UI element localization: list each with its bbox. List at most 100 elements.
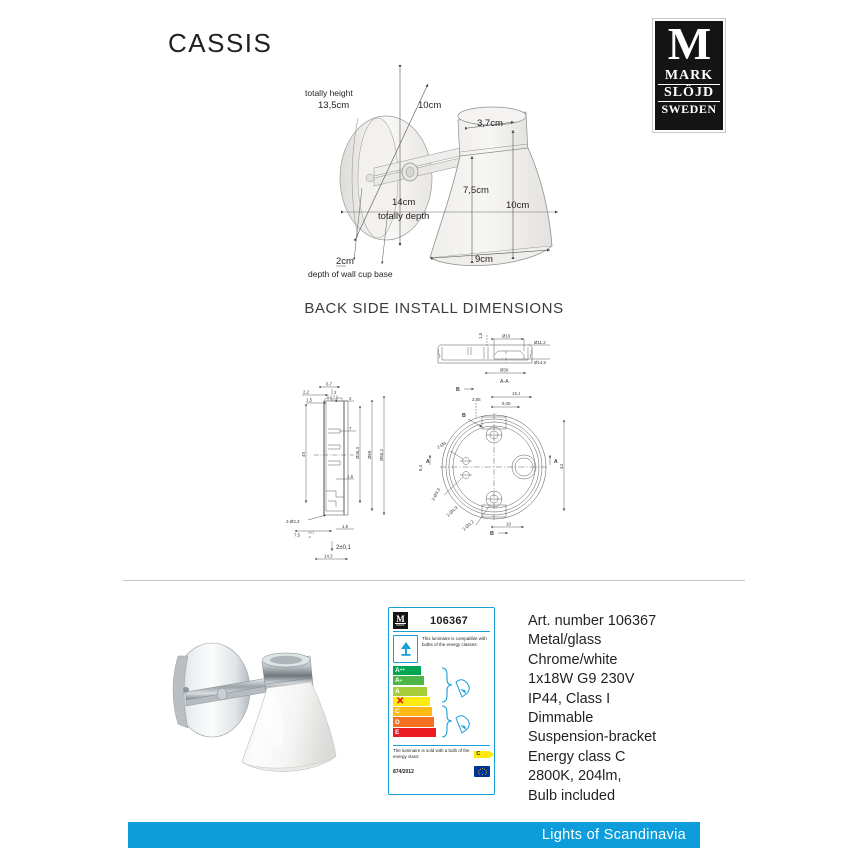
dim-totally-height-caption: totally height [305, 88, 353, 98]
bar-arrow-icon [423, 696, 430, 707]
bar-arrow-icon [417, 676, 424, 686]
spec-line-color: Chrome/white [528, 651, 618, 668]
energy-label-bottom: 874/2012 [393, 766, 490, 777]
page-title: CASSIS [168, 28, 273, 58]
svg-text:Ø11,2: Ø11,2 [534, 340, 546, 345]
svg-text:16,1: 16,1 [512, 391, 521, 396]
spec-line-dimmable: Dimmable [528, 710, 594, 727]
spec-line-material: Metal/glass [528, 632, 602, 649]
luminaire-icon-box [393, 635, 418, 663]
wall-lamp-dimension-drawing: totally height 13,5cm 10cm 3,7cm 7,5cm 1… [300, 60, 600, 290]
svg-text:2-Ø2,3: 2-Ø2,3 [286, 519, 300, 524]
logo-monogram-letter: M [667, 18, 711, 69]
svg-text:49: 49 [301, 452, 306, 457]
spec-line-wattage: 1x18W G9 230V [528, 671, 635, 688]
dim-shade-height: 7,5cm [463, 185, 489, 196]
svg-text:+0.1: +0.1 [308, 531, 314, 535]
bracket-bulb-icons [441, 667, 470, 738]
svg-text:3,85: 3,85 [472, 397, 481, 402]
svg-text:B: B [462, 413, 466, 419]
regulation-number: 874/2012 [393, 768, 414, 775]
spec-line-art-number: Art. number 106367 [528, 613, 657, 629]
dim-shade-depth: 10cm [506, 200, 530, 211]
dim-totally-depth-value: 14cm [392, 197, 416, 208]
svg-text:Ø36,3: Ø36,3 [355, 446, 360, 459]
sold-with-class-badge: C [474, 750, 494, 758]
footer-tagline: Lights of Scandinavia [541, 827, 686, 843]
svg-text:Ø14,5: Ø14,5 [534, 360, 547, 365]
energy-label-rule [393, 631, 490, 632]
logo-monogram: M [655, 21, 723, 67]
dim-totally-depth-caption: totally depth [378, 211, 430, 222]
lamp-drawing-svg [336, 65, 558, 267]
svg-text:2-Ø3,2: 2-Ø3,2 [461, 519, 475, 532]
energy-class-bars: A++ A+ A B ✕ C [393, 666, 438, 742]
footer-bar: Lights of Scandinavia [128, 822, 700, 848]
brand-logo: M MARK SLÖJD SWEDEN [652, 18, 726, 133]
energy-class-d: D [393, 717, 434, 727]
spec-line-bracket: Suspension-bracket [528, 729, 657, 746]
svg-text:-0: -0 [308, 535, 311, 539]
svg-text:10: 10 [506, 522, 511, 527]
dim-wall-cup-depth-caption: depth of wall cup base [308, 269, 393, 279]
svg-text:8,4: 8,4 [418, 464, 423, 471]
svg-text:B: B [490, 531, 494, 537]
bar-arrow-icon [427, 717, 434, 727]
svg-text:Ø16: Ø16 [502, 334, 511, 339]
sold-with-text: The luminaire is sold with a bulb of the… [393, 748, 470, 759]
svg-text:B: B [456, 387, 460, 393]
energy-label-classes-row: A++ A+ A B ✕ C [393, 666, 490, 742]
sold-with-row: The luminaire is sold with a bulb of the… [393, 748, 494, 760]
svg-text:7: 7 [349, 426, 352, 431]
svg-text:1,5: 1,5 [478, 332, 483, 339]
dim-totally-height-value: 13,5cm [318, 100, 350, 111]
svg-text:6,7: 6,7 [326, 382, 333, 387]
spec-line-color-temp: 2800K, 204lm, [528, 768, 622, 785]
energy-class-brackets [438, 666, 490, 742]
energy-label-article-number: 106367 [430, 614, 468, 627]
dim-backplate-diameter: 10cm [418, 100, 442, 111]
energy-label-footer: The luminaire is sold with a bulb of the… [393, 745, 494, 777]
spec-line-bulb-included: Bulb included [528, 787, 616, 804]
energy-label-compat-text: This luminaire is compatible with bulbs … [422, 636, 487, 647]
svg-text:1,5: 1,5 [342, 524, 349, 529]
engineering-drawings-svg: Ø16 1,5 Ø11,2 Ø14,5 Ø30 A-A B [286, 332, 566, 560]
svg-text:A: A [554, 459, 558, 465]
lamp-icon [400, 642, 411, 656]
bar-arrow-icon [420, 686, 427, 696]
eu-flag-stars-icon [477, 768, 487, 776]
section-heading: BACK SIDE INSTALL DIMENSIONS [304, 300, 564, 317]
mini-logo-mark: MARK [395, 622, 406, 627]
logo-line-slojd: SLÖJD [658, 84, 720, 100]
svg-text:Ø30: Ø30 [500, 368, 509, 373]
logo-line-sweden: SWEDEN [658, 101, 720, 116]
energy-class-e: E [393, 727, 436, 737]
svg-text:Ø56,2: Ø56,2 [379, 448, 384, 461]
logo-line-mark: MARK [664, 68, 714, 83]
energy-class-a-plus: A+ [393, 676, 424, 686]
energy-label-header: M MARK 106367 [393, 611, 490, 630]
cassis-wall-lamp-photo [150, 628, 355, 793]
energy-label: M MARK 106367 This luminaire is compatib… [388, 607, 495, 795]
svg-text:Ø59: Ø59 [367, 450, 372, 459]
energy-class-c: C [393, 707, 432, 717]
energy-class-a-plus-plus: A++ [393, 666, 421, 676]
spec-line-energy-class: Energy class C [528, 748, 626, 765]
svg-text:1,5: 1,5 [347, 474, 354, 479]
class-b-excluded-x-icon: ✕ [396, 695, 405, 707]
lamp-photo-svg [172, 642, 337, 772]
svg-text:44: 44 [559, 464, 564, 469]
bar-arrow-icon [414, 666, 421, 676]
svg-text:1,5: 1,5 [306, 398, 313, 403]
dim-wall-cup-depth-value: 2cm [336, 256, 354, 267]
energy-label-compat-row: This luminaire is compatible with bulbs … [393, 635, 490, 663]
svg-text:A-A: A-A [500, 379, 509, 385]
svg-text:2-Ø3: 2-Ø3 [436, 440, 447, 449]
energy-class-a: A [393, 686, 427, 696]
mini-logo-letter: M [396, 613, 405, 624]
energy-label-brand-mark: M MARK [393, 612, 408, 629]
section-divider [123, 580, 745, 581]
product-specifications: Art. number 106367 Metal/glass Chrome/wh… [528, 612, 656, 806]
svg-text:2: 2 [349, 396, 352, 401]
